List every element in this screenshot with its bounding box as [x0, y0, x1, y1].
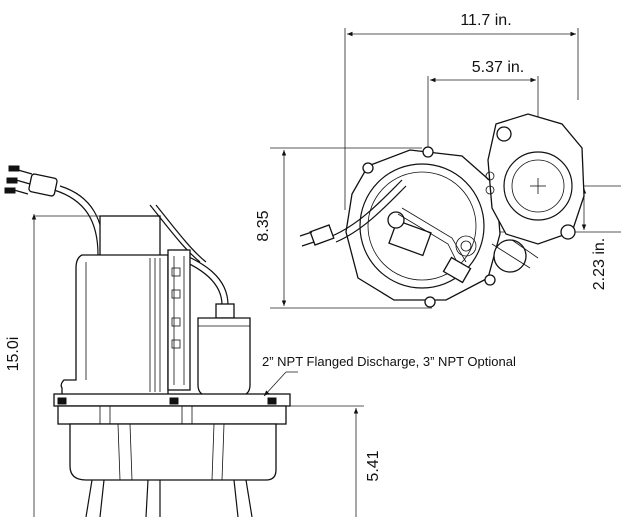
top-view: 11.7 in. 5.37 in. 8.35 2.23 in. [255, 12, 621, 309]
discharge-height-label: 5.41 [365, 450, 382, 481]
float-top [491, 239, 539, 273]
internal-components [387, 207, 472, 284]
power-plug-icon [4, 165, 105, 256]
height-dimension [31, 214, 100, 517]
float-switch [197, 303, 251, 397]
body-depth-label: 8.35 [255, 210, 272, 241]
overall-height-label: 15.0i [5, 337, 22, 372]
flange-base [53, 393, 291, 439]
volute-casing [69, 423, 277, 481]
side-view: 15.0i 5.41 2” NPT Flanged Discharge, 3” … [4, 165, 516, 517]
motor-housing [60, 215, 169, 396]
discharge-height-dimension [268, 405, 364, 517]
side-offset-label: 2.23 in. [591, 238, 608, 290]
discharge-flange [485, 113, 585, 245]
body-depth-dimension [270, 147, 432, 309]
mounting-bracket [167, 249, 191, 391]
top-cord [299, 179, 407, 247]
housing-flange [345, 146, 501, 308]
discharge-leader-line [263, 371, 287, 397]
pump-legs [85, 479, 253, 517]
discharge-note: 2” NPT Flanged Discharge, 3” NPT Optiona… [262, 354, 516, 369]
discharge-offset-label: 5.37 in. [472, 59, 524, 76]
overall-width-label: 11.7 in. [460, 12, 511, 29]
overall-width-dimension [344, 28, 579, 210]
